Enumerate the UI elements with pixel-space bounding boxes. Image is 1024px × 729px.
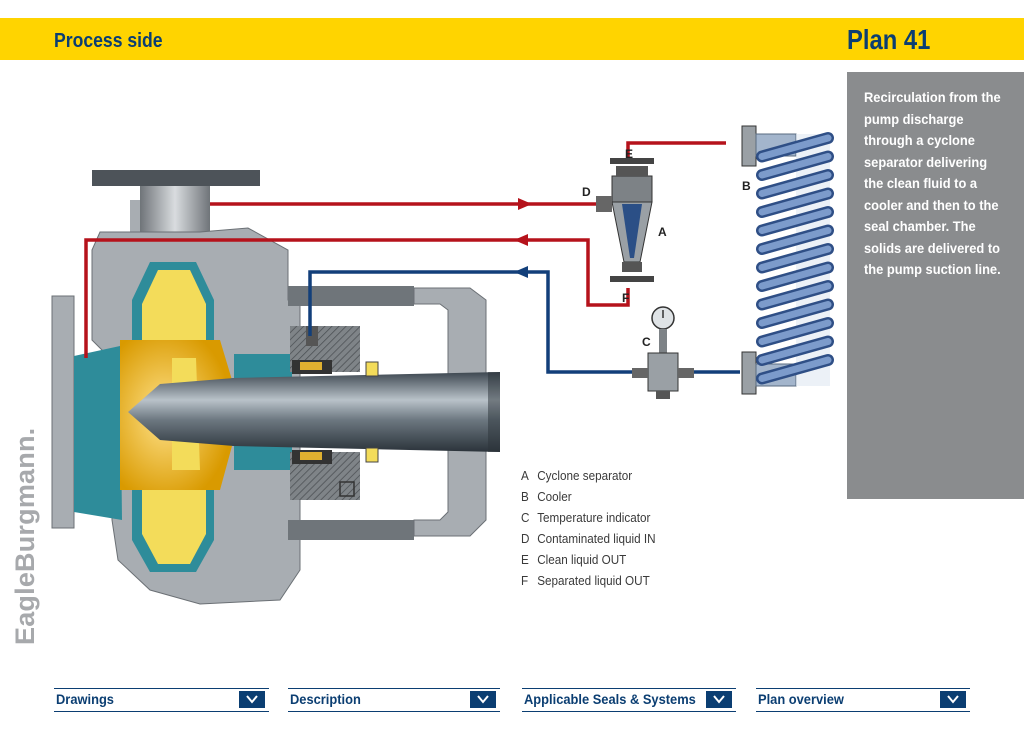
chevron-down-icon[interactable] — [706, 691, 732, 708]
nav-description[interactable]: Description — [288, 688, 500, 712]
nav-description-label: Description — [290, 691, 361, 707]
flush-lines — [84, 141, 740, 374]
callout-c: C — [642, 335, 651, 349]
cyclone-separator — [596, 158, 654, 282]
nav-plan-overview[interactable]: Plan overview — [756, 688, 970, 712]
page-title: Process side — [54, 30, 163, 52]
temperature-indicator — [632, 306, 694, 399]
nav-drawings[interactable]: Drawings — [54, 688, 269, 712]
callout-b: B — [742, 179, 751, 193]
nav-drawings-label: Drawings — [56, 691, 114, 707]
callout-e: E — [625, 147, 633, 161]
callout-f: F — [622, 291, 629, 305]
chevron-down-icon[interactable] — [940, 691, 966, 708]
coil-winding — [758, 134, 832, 382]
pump-shaft — [128, 372, 500, 452]
cooler-coil-windings — [756, 132, 834, 385]
callout-d: D — [582, 185, 591, 199]
suction-nozzle — [74, 346, 122, 520]
flow-arrows — [514, 198, 532, 278]
header-bar — [0, 18, 1024, 60]
plan-title: Plan 41 — [847, 24, 931, 55]
nav-applicable-seals[interactable]: Applicable Seals & Systems — [522, 688, 736, 712]
chevron-down-icon[interactable] — [470, 691, 496, 708]
description-panel — [847, 72, 1024, 499]
nav-plan-overview-label: Plan overview — [758, 691, 844, 707]
description-text: Recirculation from the pump discharge th… — [864, 89, 1001, 277]
mechanical-seal — [290, 326, 379, 500]
chevron-down-icon[interactable] — [239, 691, 265, 708]
nav-applicable-seals-label: Applicable Seals & Systems — [524, 691, 696, 707]
callout-a: A — [658, 225, 667, 239]
